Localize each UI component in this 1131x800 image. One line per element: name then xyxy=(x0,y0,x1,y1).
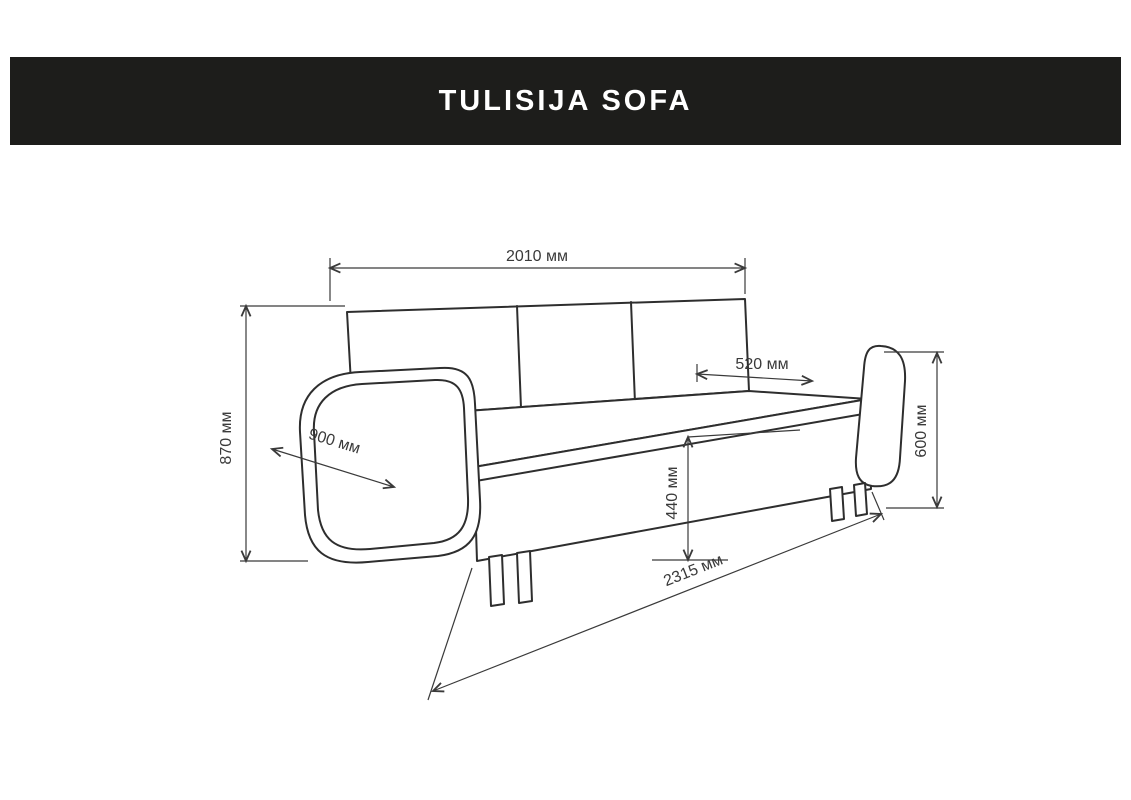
sofa-base-seam xyxy=(475,412,870,482)
sofa-leg-rear-2 xyxy=(853,482,868,517)
sofa-leg-front-2 xyxy=(516,550,533,604)
dim-label-cushion-width: 520 мм xyxy=(735,356,788,373)
sofa-outline xyxy=(298,298,907,607)
sofa-leg-front-1 xyxy=(488,554,505,607)
page-title: TULISIJA SOFA xyxy=(438,84,693,117)
back-cushion-divider-2 xyxy=(630,301,636,404)
dim-label-top-width: 2010 мм xyxy=(506,248,568,265)
sofa-right-arm xyxy=(854,344,907,488)
sofa-left-arm-inner xyxy=(312,378,470,551)
dimension-cushion-width: 520 мм xyxy=(694,356,815,386)
dimension-lines: 2010 мм 870 мм 900 мм 520 мм xyxy=(218,248,944,701)
dimension-right-arm-height: 600 мм xyxy=(884,350,944,510)
dim-label-seat-height: 440 мм xyxy=(664,466,681,519)
dimension-left-height: 870 мм xyxy=(218,303,345,564)
dimension-top-width: 2010 мм xyxy=(327,248,748,301)
dim-label-overall-length: 2315 мм xyxy=(661,551,725,590)
dim-label-right-arm-height: 600 мм xyxy=(913,404,930,457)
dim-label-left-height: 870 мм xyxy=(218,411,235,464)
sofa-leg-rear-1 xyxy=(829,486,845,522)
title-bar: TULISIJA SOFA xyxy=(10,57,1121,145)
back-cushion-divider-1 xyxy=(516,305,522,409)
